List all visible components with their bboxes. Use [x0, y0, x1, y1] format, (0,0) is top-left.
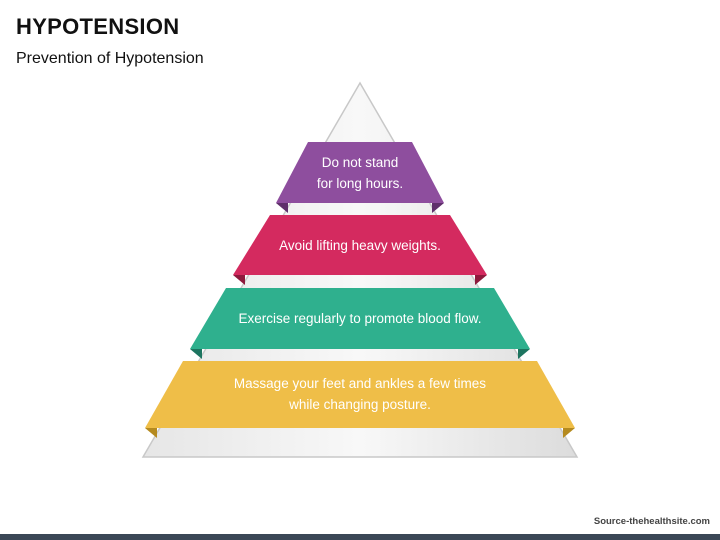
level-1-line-2: for long hours. — [316, 176, 404, 191]
level-1-line-1: Do not stand — [321, 155, 399, 170]
slide-subtitle: Prevention of Hypotension — [16, 50, 204, 67]
fold-left-4 — [145, 428, 157, 438]
level-1-text: Do not stand for long hours. — [276, 150, 444, 196]
fold-right-4 — [563, 428, 575, 438]
fold-left-3 — [190, 349, 202, 359]
pyramid-band-1 — [276, 142, 444, 203]
fold-right-2 — [475, 275, 487, 285]
level-2-text: Avoid lifting heavy weights. — [233, 230, 487, 260]
level-4-text: Massage your feet and ankles a few times… — [145, 372, 575, 416]
bottom-bar — [0, 534, 720, 540]
fold-left-1 — [276, 203, 288, 213]
pyramid-band-4 — [145, 361, 575, 428]
level-4-line-1: Massage your feet and ankles a few times — [233, 376, 487, 391]
fold-right-3 — [518, 349, 530, 359]
source-credit: Source-thehealthsite.com — [593, 516, 710, 527]
fold-right-1 — [432, 203, 444, 213]
pyramid-band-2 — [233, 215, 487, 275]
level-2-line-1: Avoid lifting heavy weights. — [279, 237, 441, 253]
fold-left-2 — [233, 275, 245, 285]
pyramid-band-3 — [190, 288, 530, 349]
slide-title: HYPOTENSION — [16, 14, 180, 39]
level-4-line-2: while changing posture. — [289, 397, 431, 412]
level-3-line-1: Exercise regularly to promote blood flow… — [238, 310, 482, 326]
level-3-text: Exercise regularly to promote blood flow… — [190, 303, 530, 333]
